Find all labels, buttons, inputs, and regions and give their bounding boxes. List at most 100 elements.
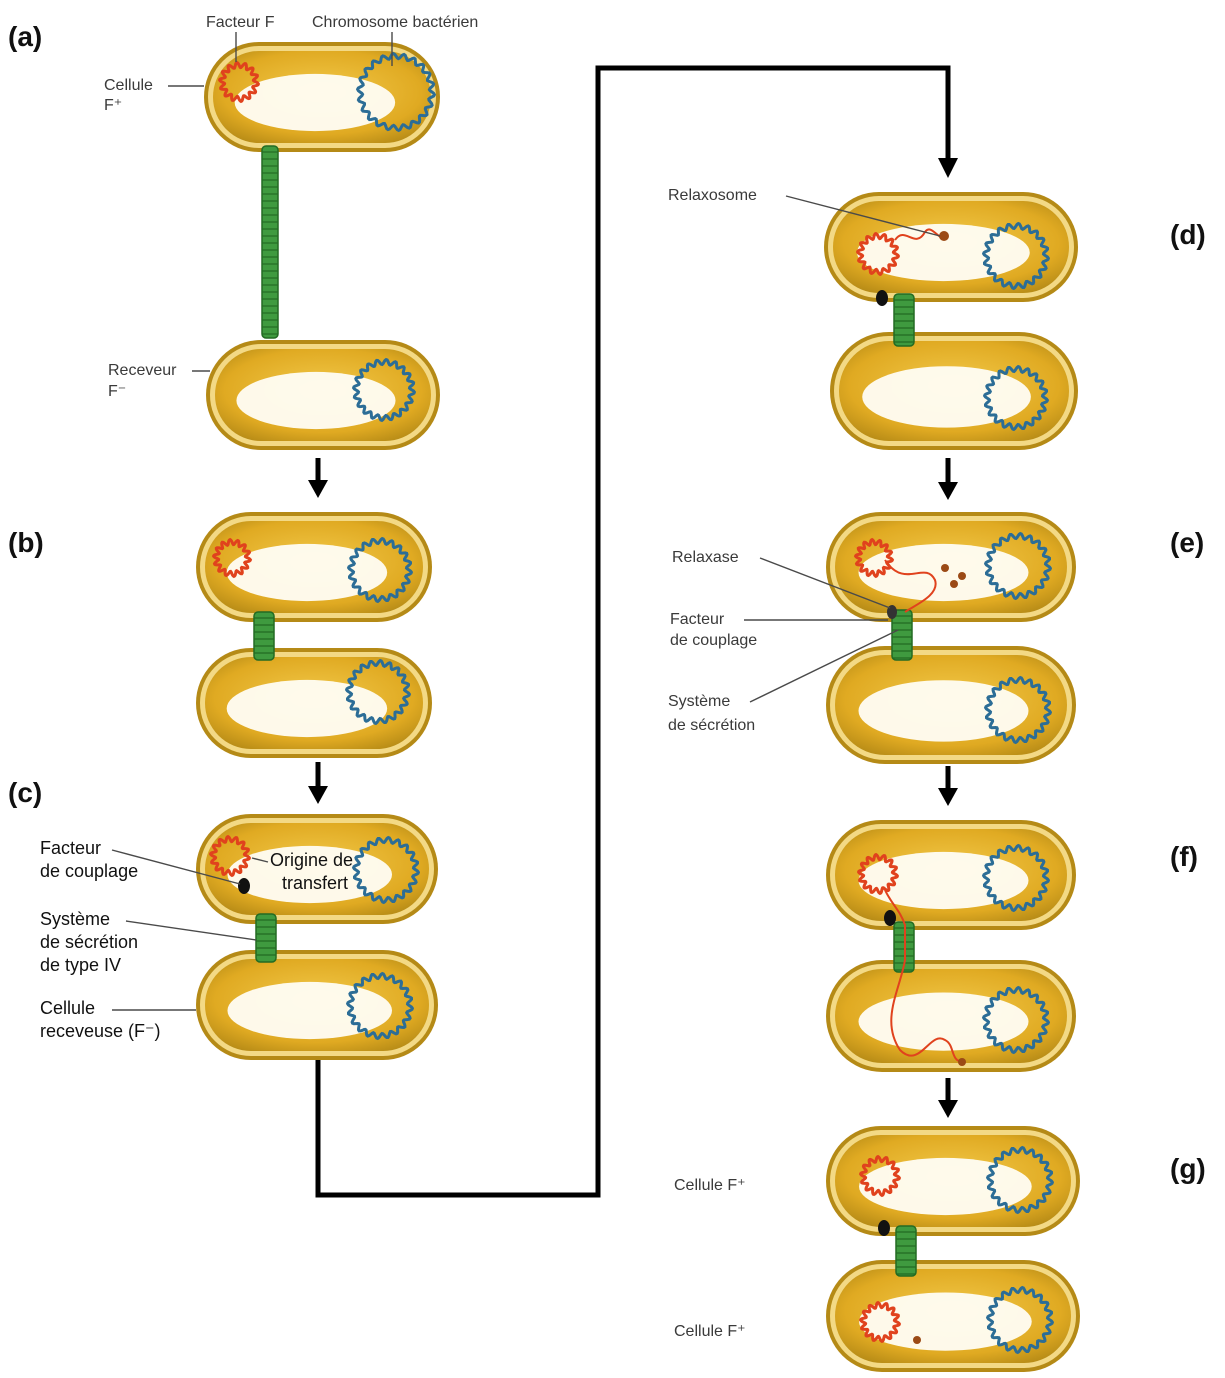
f-plasmid-g-recipient [858,1300,902,1344]
relaxase-particle-f [958,1058,966,1066]
pilus-g-body [895,1225,917,1277]
label-cellule-f-plus-1: Cellule [104,77,153,94]
cell-c-donor-cytoplasm [227,845,393,904]
panel-letters: (a) (b) (c) (d) (e) (f) (g) [8,21,1206,1184]
panel-c-label: (c) [8,777,42,808]
leader-systeme-e [749,629,899,703]
panel-d-label: (d) [1170,219,1206,250]
cell-b-recipient [196,648,432,758]
pilus-b-body [253,611,275,661]
chromosome-g-donor [985,1145,1055,1215]
panel-e-label: (e) [1170,527,1204,558]
chromosome-b-recipient [344,658,412,726]
cell-e-recipient [826,646,1076,764]
label-facteur-couplage-e-1: Facteur [670,611,725,628]
arrow-head-d-to-e [938,482,958,500]
leader-relaxase [759,557,891,609]
cell-a-recipient-cytoplasm [236,371,396,430]
transfer-strand-f [884,889,963,1063]
cell-d-recipient-cytoplasm [862,366,1031,428]
relaxase-particle-e3 [950,580,958,588]
chromosome-b-donor [346,536,414,604]
transfer-details [238,228,966,1344]
f-plasmid-e [853,537,895,579]
label-receveur-1: Receveur [108,362,177,379]
label-origine-2: transfert [282,873,348,893]
pilus-e [891,609,913,661]
pili-layer [253,145,917,1277]
cell-e-donor-cytoplasm [858,543,1029,602]
panel-b-label: (b) [8,527,44,558]
leader-facteur-couplage-c [111,849,241,885]
pilus-a [261,145,279,339]
coupling-factor-f [884,910,896,926]
relaxase-particle-g [913,1336,921,1344]
chromosome-f-donor [981,843,1051,913]
label-chromosome-bacterien: Chromosome bactérien [312,14,478,31]
chromosome-c-donor [351,835,421,905]
panel-f-label: (f) [1170,841,1198,872]
f-plasmid-a [217,60,261,104]
label-cellule-receveuse-1: Cellule [40,998,95,1018]
coupling-factor-d [876,290,888,306]
relaxase-particle-e2 [958,572,966,580]
label-relaxosome: Relaxosome [668,187,757,204]
pilus-b [253,611,275,661]
cell-f-donor [826,820,1076,930]
chromosome-a-donor [355,51,437,133]
f-plasmid-d [855,231,901,277]
f-plasmid-c [208,834,252,878]
cell-b-recipient-cytoplasm [226,679,388,738]
relaxosome-particle [939,231,949,241]
chromosome-d-donor [981,221,1051,291]
chromosome-a-recipient [351,357,417,423]
annotations-a: Facteur F Chromosome bactérien Cellule F… [104,14,478,400]
label-cellule-f-plus-g2: Cellule F⁺ [674,1323,746,1340]
label-cellule-f-plus-2: F⁺ [104,97,122,114]
chromosome-e-recipient [983,675,1053,745]
cell-c-recipient [196,950,438,1060]
label-systeme-c-2: de sécrétion [40,932,138,952]
label-facteur-couplage-c-2: de couplage [40,861,138,881]
label-facteur-couplage-c-1: Facteur [40,838,101,858]
chromosome-f-recipient [981,985,1051,1055]
cell-g-donor-cytoplasm [859,1157,1032,1216]
annotations-g: Cellule F⁺ Cellule F⁺ [674,1177,746,1340]
cell-f-recipient [826,960,1076,1072]
label-cellule-f-plus-g1: Cellule F⁺ [674,1177,746,1194]
arrow-head-e-to-f [938,788,958,806]
label-systeme-e-1: Système [668,693,730,710]
leader-systeme-c [125,920,257,941]
pilus-c-body [255,913,277,963]
flow-connectors [308,65,958,1198]
pilus-d [893,293,915,347]
transfer-strand-e [884,559,937,613]
label-facteur-couplage-e-2: de couplage [670,632,757,649]
relaxase-particle-e1 [941,564,949,572]
cell-a-recipient [206,340,440,450]
f-plasmid-g-donor [858,1154,902,1198]
cell-d-recipient [830,332,1078,450]
label-receveur-2: F⁻ [108,383,126,400]
chromosome-c-recipient [345,971,415,1041]
cell-g-donor [826,1126,1080,1236]
pilus-c [255,913,277,963]
cell-d-donor-cytoplasm [857,223,1030,282]
pilus-d-body [893,293,915,347]
cell-b-donor [196,512,432,622]
coupling-factor-g [878,1220,890,1236]
chromosome-g-recipient [985,1285,1055,1355]
pilus-a-body [261,145,279,339]
arrow-head-a-to-b [308,480,328,498]
label-systeme-c-1: Système [40,909,110,929]
connector-c-to-d [315,65,951,1198]
panel-a-label: (a) [8,21,42,52]
f-plasmid-f [856,852,900,896]
annotations-d-e: Relaxosome Relaxase Facteur de couplage … [668,187,941,734]
chromosome-e-donor [983,531,1053,601]
label-systeme-c-3: de type IV [40,955,121,975]
arrow-head-f-to-g [938,1100,958,1118]
label-relaxase: Relaxase [672,549,739,566]
cell-a-donor-cytoplasm [234,73,396,132]
